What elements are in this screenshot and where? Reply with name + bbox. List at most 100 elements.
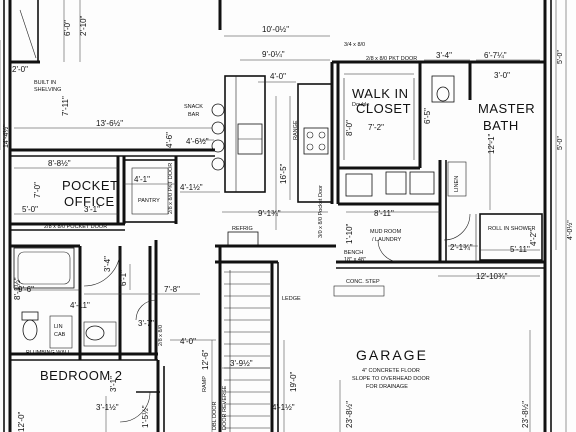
dim-label: 6'-0": [63, 20, 72, 36]
bar-stool: [211, 121, 225, 135]
garage-note-1: 4" CONCRETE FLOOR: [362, 368, 420, 374]
dim-label: 12'-6": [201, 349, 210, 370]
dim-label: 12'-0": [17, 411, 26, 432]
ledge-label: LEDGE: [282, 296, 301, 302]
washer: [385, 171, 407, 195]
double-label: Double: [352, 102, 369, 108]
snack-bar-label-1: SNACK: [184, 104, 203, 110]
dim-label: 3'-4": [436, 51, 452, 60]
door-reverse-label: DOOR REVERSE: [222, 385, 228, 430]
bar-stool: [211, 157, 225, 171]
garage-note-2: SLOPE TO OVERHEAD DOOR: [352, 376, 430, 382]
master-vanity: [431, 75, 455, 103]
dim-label: 3'-1": [84, 205, 100, 214]
roll-in-shower-label: ROLL IN SHOWER: [488, 226, 535, 232]
linen-closet: [447, 161, 467, 197]
dim-label: 9'-1¾": [258, 209, 281, 218]
built-in-label-1: BUILT IN: [34, 80, 56, 86]
bathtub-basin: [17, 251, 71, 285]
dim-label: 23'-8½": [345, 401, 354, 428]
dim-label: 4'-6½": [186, 137, 209, 146]
top-door-label: 3/4 x 8/0: [344, 42, 365, 48]
dim-label: 4'-1½": [180, 183, 203, 192]
pantry-label: PANTRY: [138, 198, 160, 204]
bench-size-label: 18" x 48": [344, 257, 366, 263]
bathtub: [13, 247, 75, 289]
refrigerator: [227, 231, 259, 247]
dim-label: 8'-0": [345, 120, 354, 136]
pantry-pkt-door-label: 2/8 x 8/0 PKT DOOR: [168, 163, 174, 214]
dim-label: 4'-2": [529, 230, 538, 246]
dbl-door-label: DBL DOOR: [212, 401, 218, 430]
dim-label: 5'-11": [510, 245, 530, 254]
burner: [318, 131, 326, 139]
refrig-label: REFRIG: [232, 226, 253, 232]
dim-label: 4'-0": [180, 337, 196, 346]
dim-label: 3'-1": [109, 376, 118, 392]
bed-pocket-door-label: 2/8 x 8/0: [158, 325, 164, 346]
laundry-sink: [345, 173, 373, 197]
dim-label: 4'-11": [70, 301, 90, 310]
door-swing: [119, 391, 151, 423]
door-swing: [83, 249, 121, 287]
dim-label: 4'-1": [134, 175, 150, 184]
conc-step-label: CONC. STEP: [346, 279, 380, 285]
door-swing: [135, 299, 157, 321]
lin-cab-label-1: LIN: [54, 324, 63, 330]
dim-label: 7'-8": [164, 285, 180, 294]
dim-label: 5'-0": [557, 50, 564, 64]
door-swing: [443, 213, 471, 241]
pocket-office-label-1: POCKET: [62, 178, 118, 193]
master-bath-label-2: BATH: [483, 118, 519, 133]
burner: [318, 143, 326, 151]
bedroom-2-label: BEDROOM 2: [40, 368, 123, 383]
bar-stool: [211, 139, 225, 153]
dim-label: 10'-0½": [262, 25, 289, 34]
master-toilet: [436, 86, 450, 102]
pantry-shelves: [131, 167, 169, 215]
vanity: [83, 321, 117, 347]
range-counter: [297, 83, 333, 203]
dim-label: 9'-0¼": [262, 50, 285, 59]
dim-label: 7'-2": [368, 123, 384, 132]
dim-label: 6'-5": [423, 108, 432, 124]
dim-label: 3'-7": [138, 319, 154, 328]
garage-note-3: FOR DRAINAGE: [366, 384, 408, 390]
walk-in-closet-label-2: CLOSET: [356, 101, 411, 116]
pocket-office-label-2: OFFICE: [64, 194, 115, 209]
walk-in-closet-label-1: WALK IN: [352, 86, 408, 101]
dim-label: 2'-10": [79, 15, 88, 36]
snack-bar-label-2: BAR: [188, 112, 199, 118]
dim-label: 3'-1½": [96, 403, 119, 412]
dim-label: 8'-1½": [13, 277, 22, 300]
sink: [85, 325, 105, 341]
lin-cab-label-2: CAB: [54, 332, 66, 338]
dim-label: 4'-0½": [566, 220, 574, 240]
closet-door-swing: [19, 9, 37, 59]
dim-label: 6'-1": [119, 270, 128, 286]
built-in-label-2: SHELVING: [34, 87, 61, 93]
toilet-tank: [21, 311, 39, 321]
closet-pkt-door-label: 2/8 x 8/0 PKT DOOR: [366, 56, 417, 62]
dim-label: 12'-10¾": [476, 272, 508, 281]
dim-label: 2'-1¾": [450, 243, 473, 252]
dim-label: 7'-11": [61, 96, 70, 116]
dim-label: 6'-7¼": [484, 51, 507, 60]
dryer: [409, 171, 435, 195]
dim-label: 9'-6": [18, 285, 34, 294]
master-bath-label-1: MASTER: [478, 101, 535, 116]
dim-label: 1'-5½": [141, 405, 150, 428]
dim-label: 5'-0": [22, 205, 38, 214]
burner: [306, 143, 314, 151]
range-label: RANGE: [293, 120, 299, 140]
stair-treads: [224, 271, 270, 429]
dim-label: 14'-4½": [2, 124, 10, 148]
linen-label: LINEN: [454, 176, 460, 192]
bench-label: BENCH: [344, 250, 363, 256]
dim-label: 8'-8½": [48, 159, 71, 168]
dim-label: 23'-8½": [521, 401, 530, 428]
linen-cabinet: [49, 315, 73, 349]
snack-bar-counter: [224, 75, 266, 193]
